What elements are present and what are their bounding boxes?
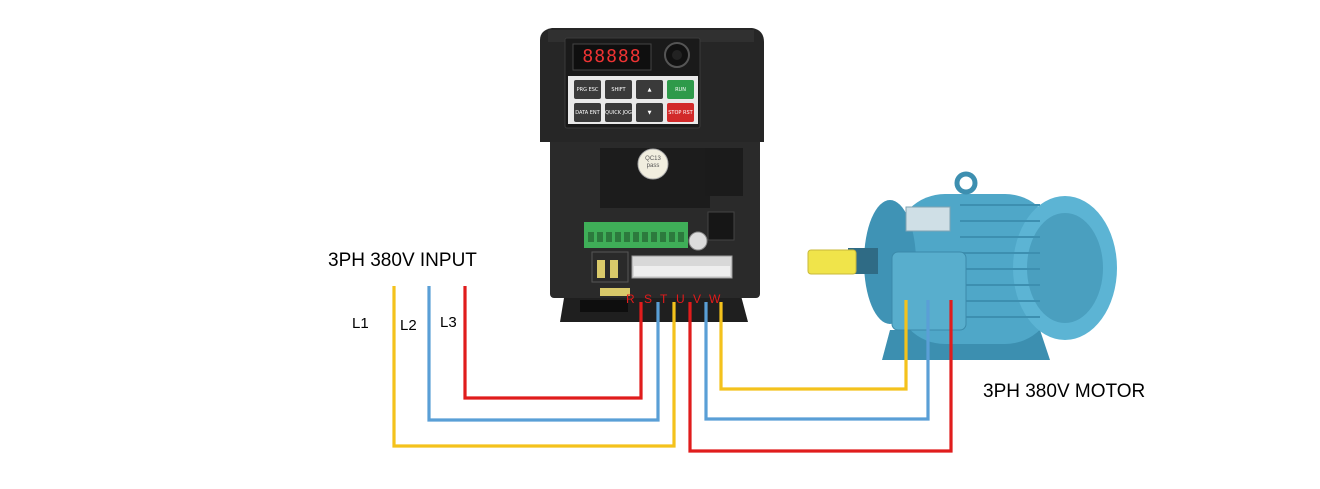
keypad-key: RUN [667,80,694,99]
wire-u [719,300,908,391]
wire-v [704,300,930,421]
control-terminal-screws [588,232,684,242]
keypad-key: DATA ENT [574,103,601,122]
terminal-screw [606,232,612,242]
inverter [540,28,764,322]
terminal-screw [651,232,657,242]
keypad-key: STOP RST [667,103,694,122]
terminal-label: T [660,292,668,306]
wire-l1 [392,286,676,448]
keypad-key: PRG ESC [574,80,601,99]
terminal-label: S [644,292,653,306]
wire-l2 [427,286,660,422]
terminal-screw [633,232,639,242]
side-panel [705,148,743,196]
motor-shaft [807,249,857,275]
inverter-base [560,292,748,322]
qc-sticker [637,148,669,180]
terminal-screw [624,232,630,242]
motor-nameplate [905,206,951,232]
line-label-l2: L2 [400,317,417,334]
wire-l3 [463,286,643,400]
terminal-screw [669,232,675,242]
line-label-l1: L1 [352,315,369,332]
wire-w [688,300,953,453]
keypad-key: QUICK JOG [605,103,632,122]
motor [807,171,1117,360]
inverter-base-slot [580,300,628,312]
keypad-key: ▲ [636,80,663,99]
qc-sticker-text: QC13 pass [645,156,661,169]
terminal-screw [615,232,621,242]
control-connector [688,231,708,251]
motor-label: 3PH 380V MOTOR [983,381,1146,402]
input-label: 3PH 380V INPUT [328,250,477,271]
motor-lifting-eye [954,171,978,195]
keypad-key: SHIFT [605,80,632,99]
keypad-key: ▼ [636,103,663,122]
motor-fins [960,204,1040,318]
terminal-label: R [626,292,635,306]
terminal-screw [678,232,684,242]
terminal-screw [597,232,603,242]
rj45-port [707,211,735,241]
terminal-label: V [693,292,702,306]
wires [392,286,953,453]
line-label-l3: L3 [440,314,457,331]
display-readout: 88888 [582,46,642,67]
terminal-screw [588,232,594,242]
terminal-label: U [676,292,685,306]
display-window [572,43,652,71]
terminal-screw [660,232,666,242]
terminal-label: W [709,292,721,306]
terminal-screw [642,232,648,242]
